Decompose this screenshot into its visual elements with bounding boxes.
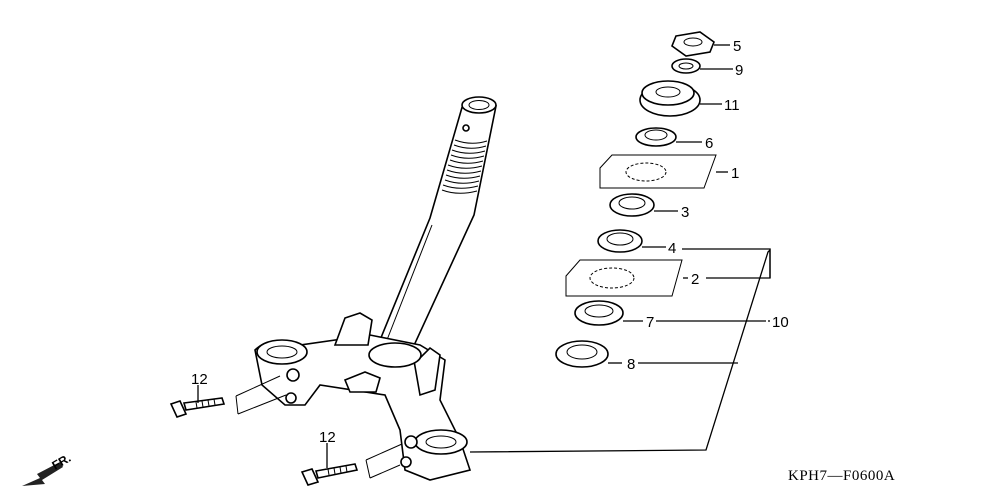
steering-bearing-parts [555, 31, 717, 368]
callout-4: 4 [668, 240, 676, 257]
callout-9: 9 [735, 62, 743, 79]
leader-lines [197, 44, 771, 468]
diagram-code: KPH7—F0600A [788, 468, 895, 484]
steering-stem [254, 96, 497, 481]
callout-10: 10 [772, 314, 789, 331]
callout-1: 1 [731, 165, 739, 182]
front-direction-indicator: FR. [22, 451, 73, 486]
callout-5: 5 [733, 38, 741, 55]
callout-6: 6 [705, 135, 713, 152]
callout-12-lower: 12 [319, 429, 336, 446]
callout-11: 11 [724, 97, 740, 114]
callout-2: 2 [691, 271, 699, 288]
callout-3: 3 [681, 204, 689, 221]
bolt-lower [300, 443, 403, 486]
callout-12-upper: 12 [191, 371, 208, 388]
bolt-upper [169, 375, 287, 418]
callout-8: 8 [627, 356, 635, 373]
callout-7: 7 [646, 314, 654, 331]
front-arrow-icon [22, 462, 63, 486]
